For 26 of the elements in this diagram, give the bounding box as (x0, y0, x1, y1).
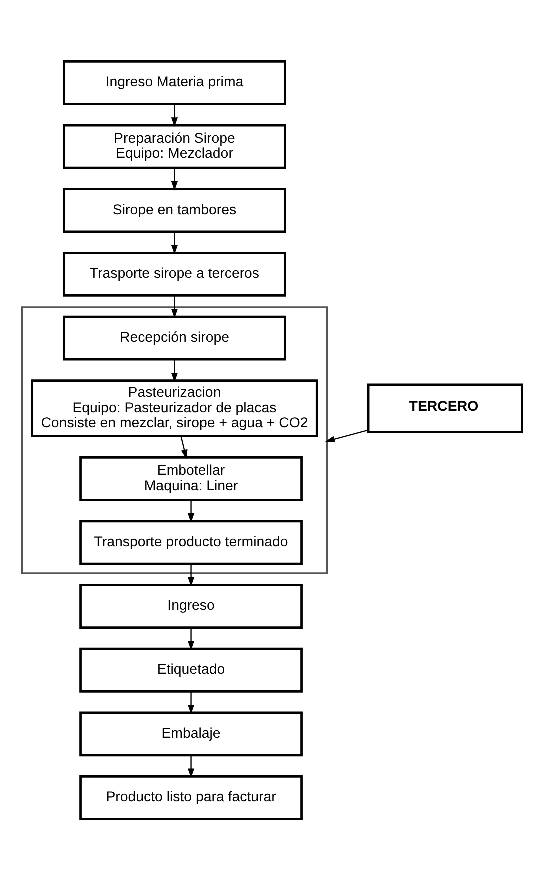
arrow (171, 360, 178, 383)
node-box: Etiquetado (80, 648, 303, 693)
node-box: Sirope en tambores (63, 188, 286, 234)
node-box: Pasteurizacion Equipo: Pasteurizador de placas Consiste en mezclar, sirope + agua + CO2 (31, 380, 318, 438)
arrow (188, 756, 195, 778)
arrow (171, 168, 178, 191)
arrow (180, 436, 188, 460)
node-box: Transporte producto terminado (80, 520, 303, 566)
arrow (188, 692, 195, 714)
cluster (21, 306, 328, 574)
arrow (188, 628, 195, 651)
node-box: Trasporte sirope a terceros (63, 252, 286, 297)
node-box: Ingreso Materia prima (63, 60, 286, 106)
node-box: TERCERO (367, 384, 524, 434)
node-box: Ingreso (80, 584, 303, 629)
node-box: Embalaje (80, 712, 303, 757)
node-box: Producto listo para facturar (80, 776, 303, 820)
node-box: Recepción sirope (63, 316, 286, 361)
arrow (188, 500, 195, 523)
node-box: Preparación Sirope Equipo: Mezclador (63, 124, 286, 170)
arrow (171, 296, 178, 318)
arrow (171, 232, 178, 255)
arrow (188, 564, 195, 587)
arrow (325, 430, 369, 443)
node-box: Embotellar Maquina: Liner (80, 456, 303, 502)
arrow (171, 104, 178, 128)
